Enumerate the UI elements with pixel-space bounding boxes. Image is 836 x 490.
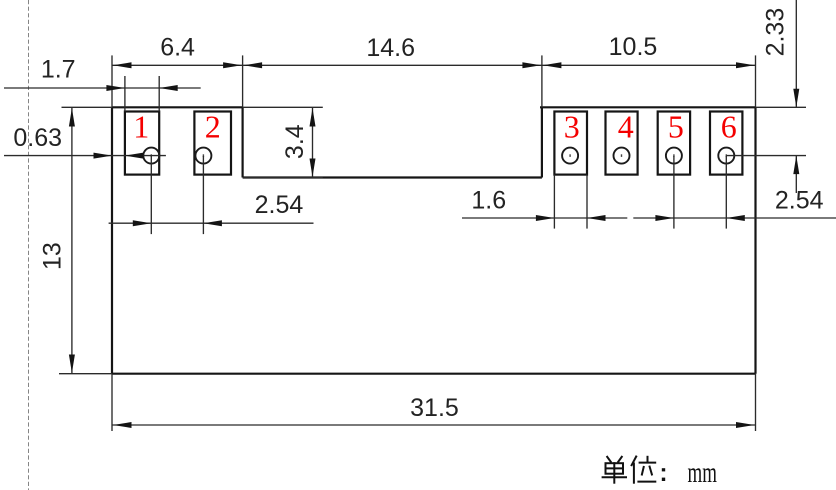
svg-text:mm: mm [688,457,718,489]
svg-text:6.4: 6.4 [160,34,195,62]
svg-text:1: 1 [133,108,149,144]
svg-text:31.5: 31.5 [410,394,459,422]
svg-text:2.54: 2.54 [775,186,824,214]
svg-text:1.7: 1.7 [41,55,76,83]
svg-text:0.63: 0.63 [13,124,62,152]
svg-text:5: 5 [668,108,684,144]
svg-text:10.5: 10.5 [609,33,658,61]
svg-text:2.33: 2.33 [762,8,790,57]
svg-text:1.6: 1.6 [471,186,506,214]
svg-text:14.6: 14.6 [366,34,415,62]
svg-text:6: 6 [721,108,737,144]
svg-text:2: 2 [205,108,221,144]
svg-text:3: 3 [564,108,580,144]
svg-text:4: 4 [618,108,634,144]
svg-text:2.54: 2.54 [255,191,304,219]
svg-text:3.4: 3.4 [281,124,309,159]
svg-text:13: 13 [39,242,67,270]
